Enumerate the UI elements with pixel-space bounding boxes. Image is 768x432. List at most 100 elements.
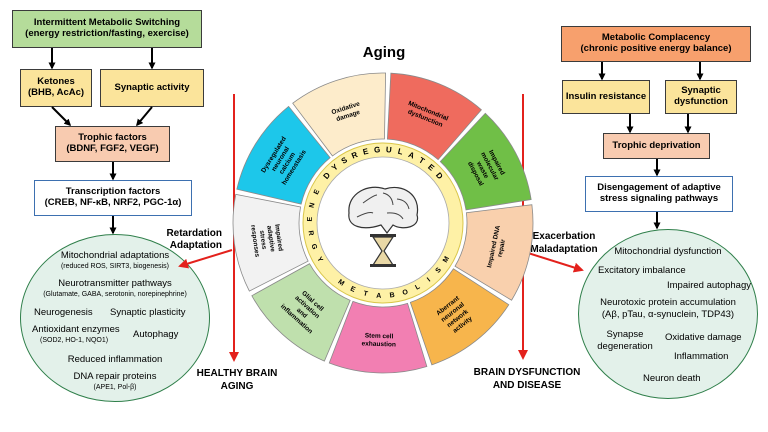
- ring-letter: E: [362, 147, 370, 157]
- ring-letter: L: [397, 147, 404, 157]
- brain-fold: [396, 198, 410, 210]
- ring-letter: E: [313, 188, 321, 195]
- ring-letter: E: [426, 162, 436, 173]
- ring-letter: M: [442, 255, 451, 264]
- ring-letter: O: [402, 289, 410, 297]
- hourglass-cap: [370, 234, 396, 237]
- hourglass-cap: [370, 264, 396, 267]
- ring-letter: U: [386, 145, 393, 154]
- transcription-factors-title: Transcription factors: [65, 186, 161, 198]
- wheel-segment: [292, 72, 387, 157]
- ring-letter: B: [389, 292, 395, 300]
- complacency-title: Metabolic Complacency: [601, 32, 711, 44]
- ring-letter: Y: [330, 162, 340, 173]
- right-neurotox-sub: (Aβ, pTau, α-synuclein, TDP43): [601, 309, 735, 320]
- ring-letter: N: [308, 202, 316, 209]
- retardation-label: Retardation: [166, 228, 222, 239]
- right-neuron-death-label: Neuron death: [643, 373, 701, 384]
- disengagement-2: stress signaling pathways: [599, 193, 719, 204]
- healthy-aging-label: AGING: [220, 381, 254, 392]
- brain-fold: [386, 212, 404, 220]
- brain-fold: [382, 192, 394, 206]
- ring-letter: D: [434, 171, 445, 181]
- brain-fold: [356, 212, 374, 218]
- aging-wheel: MitochondrialdysfunctionImpairedmolecula…: [232, 72, 534, 374]
- title: Aging: [362, 44, 406, 61]
- arrow-synaptic-to-trophic: [136, 106, 153, 127]
- synaptic-dysfunction-2: dysfunction: [674, 96, 728, 107]
- transcription-factors-sub: (CREB, NF-κB, NRF2, PGC-1α): [44, 197, 182, 208]
- right-synapse-label-1: Synapse: [606, 329, 644, 340]
- ring-letter: S: [340, 155, 350, 166]
- left-antiox-label: Antioxidant enzymes: [32, 324, 120, 335]
- intermittent-sub: (energy restriction/fasting, exercise): [25, 28, 189, 39]
- ring-letter: T: [362, 290, 369, 298]
- red-arrow-to-right-circle: [527, 252, 584, 273]
- intermittent-title: Intermittent Metabolic Switching: [33, 17, 181, 29]
- synaptic-activity-label: Synaptic activity: [114, 81, 190, 93]
- ketones-sub: (BHB, AcAc): [27, 87, 85, 98]
- trophic-factors-title: Trophic factors: [78, 132, 147, 144]
- left-antiox-sub: (SOD2, HO-1, NQO1): [40, 337, 109, 344]
- maladaptation-label: Maladaptation: [530, 244, 598, 255]
- brain-icon: [348, 186, 419, 234]
- ring-letter: T: [417, 156, 426, 166]
- synaptic-activity-box: Synaptic activity: [100, 69, 204, 107]
- trophic-deprivation-label: Trophic deprivation: [612, 139, 701, 151]
- trophic-factors-sub: (BDNF, FGF2, VEGF): [66, 143, 159, 154]
- brain-dysfunction-label: BRAIN DYSFUNCTION: [473, 367, 581, 378]
- ring-letter: L: [414, 283, 422, 292]
- wheel-segment: [328, 300, 428, 374]
- brain-fold: [362, 194, 378, 204]
- complacency-sub: (chronic positive energy balance): [580, 43, 732, 54]
- trophic-deprivation-box: Trophic deprivation: [603, 133, 710, 159]
- red-arrow-to-left-circle: [178, 249, 233, 269]
- wheel-segment: [386, 72, 482, 161]
- arrow-ketones-to-trophic: [51, 106, 72, 127]
- ketones-title: Ketones: [37, 76, 75, 88]
- disengagement-box: Disengagement of adaptive stress signali…: [585, 176, 733, 212]
- wheel-segment: [236, 105, 331, 205]
- ring-letter: E: [307, 216, 314, 221]
- ring-letter: G: [374, 145, 381, 154]
- left-dna-repair-label: DNA repair proteins: [73, 371, 157, 382]
- ring-letter: A: [407, 150, 416, 161]
- exacerbation-label: Exacerbation: [532, 231, 596, 242]
- right-oxidative-label: Oxidative damage: [665, 332, 742, 343]
- adaptation-label: Adaptation: [169, 240, 222, 251]
- right-disease-circle: [578, 229, 758, 399]
- wheel-segment-label: Stem cellexhaustion: [361, 332, 396, 348]
- left-neurogenesis-label: Neurogenesis: [34, 307, 93, 318]
- left-autophagy-label: Autophagy: [133, 329, 179, 340]
- ring-letter: E: [349, 286, 356, 294]
- insulin-resistance-label: Insulin resistance: [565, 90, 647, 102]
- insulin-resistance-box: Insulin resistance: [562, 80, 650, 114]
- trophic-factors-box: Trophic factors (BDNF, FGF2, VEGF): [55, 126, 170, 162]
- ring-letter: R: [350, 150, 359, 161]
- synaptic-dysfunction-box: Synaptic dysfunction: [665, 80, 737, 114]
- right-excit-label: Excitatory imbalance: [598, 265, 686, 276]
- intermittent-metabolic-switching-box: Intermittent Metabolic Switching (energy…: [12, 10, 202, 48]
- right-mito-label: Mitochondrial dysfunction: [614, 246, 722, 257]
- left-plasticity-label: Synaptic plasticity: [110, 307, 186, 318]
- wheel-segment: [454, 204, 534, 301]
- left-inflammation-label: Reduced inflammation: [67, 354, 163, 365]
- right-synapse-label-2: degeneration: [597, 341, 653, 352]
- left-mito-label: Mitochondrial adaptations: [60, 250, 170, 261]
- wheel-segment: [232, 193, 309, 292]
- ring-letter: G: [309, 243, 318, 251]
- transcription-factors-box: Transcription factors (CREB, NF-κB, NRF2…: [34, 180, 192, 216]
- metabolic-complacency-box: Metabolic Complacency (chronic positive …: [561, 26, 751, 62]
- ring-letter: A: [376, 293, 381, 300]
- ketones-box: Ketones (BHB, AcAc): [20, 69, 92, 107]
- ring-letter: Y: [315, 256, 324, 264]
- wheel-segment-label: Dysregulatedneuronalcalciumhomeostasis: [260, 136, 308, 187]
- disengagement-1: Disengagement of adaptive: [597, 182, 721, 194]
- wheel-segment: [251, 263, 351, 362]
- ring-letter: I: [426, 277, 432, 284]
- ring-letter: D: [321, 171, 332, 181]
- left-neuro-label: Neurotransmitter pathways: [58, 278, 172, 289]
- synaptic-dysfunction-1: Synaptic: [681, 85, 721, 97]
- right-autophagy-label: Impaired autophagy: [667, 280, 751, 291]
